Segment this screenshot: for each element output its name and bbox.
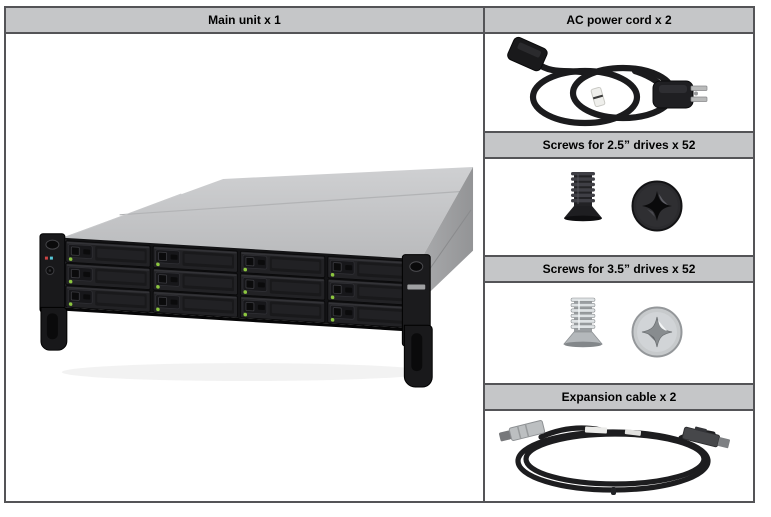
drive-led	[330, 273, 335, 277]
screws-2-5-cell	[485, 159, 753, 257]
drive-tray	[240, 250, 326, 278]
drive-led	[156, 262, 160, 267]
drive-tray	[327, 301, 413, 329]
nas-right-side	[420, 167, 474, 294]
plug-prong	[690, 85, 708, 91]
screws-3-5-header-label: Screws for 3.5” drives x 52	[542, 262, 696, 276]
drive-tray	[65, 262, 151, 290]
ac-power-cord-photo	[507, 36, 708, 127]
model-label	[407, 284, 426, 290]
expansion-cable-header: Expansion cable x 2	[485, 385, 753, 411]
status-led	[44, 256, 48, 260]
screws-2-5-header-label: Screws for 2.5” drives x 52	[542, 138, 696, 152]
accessories-column: AC power cord x 2	[485, 8, 753, 501]
cable-tie	[590, 86, 606, 108]
drive-tray	[152, 290, 238, 318]
ac-power-cord-header: AC power cord x 2	[485, 8, 753, 34]
plug-prong	[690, 96, 708, 102]
expansion-cable-header-label: Expansion cable x 2	[561, 390, 677, 404]
silver-screws-photo	[563, 297, 683, 358]
drive-led	[243, 267, 248, 272]
black-screw-side-icon	[564, 172, 602, 222]
expansion-cable-photo	[499, 420, 731, 495]
drive-led	[68, 302, 73, 306]
silver-screw-side-icon	[563, 297, 603, 348]
screws-2-5-header: Screws for 2.5” drives x 52	[485, 133, 753, 159]
screws-3-5-header: Screws for 3.5” drives x 52	[485, 257, 753, 283]
nas-right-ear	[401, 254, 433, 388]
sas-connector-right	[682, 426, 731, 449]
drive-tray	[240, 295, 326, 323]
alert-led	[49, 256, 53, 260]
drive-led	[68, 279, 73, 284]
drive-led	[243, 312, 248, 317]
drive-tray	[327, 256, 413, 284]
main-unit-photo	[39, 167, 474, 388]
package-contents-table: Main unit x 1	[4, 6, 755, 503]
main-unit-header: Main unit x 1	[6, 8, 483, 34]
drive-tray	[65, 240, 151, 268]
cable-label	[624, 429, 642, 436]
ac-power-cord-cell	[485, 34, 753, 133]
cable-clip	[611, 487, 616, 495]
nas-front-face	[49, 236, 421, 333]
drive-led	[330, 318, 335, 322]
nas-left-ear	[39, 233, 68, 351]
cable-label	[584, 426, 608, 434]
main-unit-column: Main unit x 1	[6, 8, 485, 501]
drive-tray	[152, 245, 238, 273]
ground-shadow	[61, 363, 431, 382]
drive-tray	[65, 285, 151, 313]
drive-tray	[327, 278, 413, 306]
main-unit-header-label: Main unit x 1	[208, 13, 281, 27]
drive-led	[330, 295, 335, 300]
main-unit-cell	[6, 34, 483, 501]
c13-connector	[507, 36, 548, 72]
black-screws-photo	[564, 172, 683, 232]
sas-connector-left	[499, 420, 546, 442]
drive-tray	[152, 268, 238, 296]
silver-screw-top-icon	[631, 306, 683, 358]
drive-tray	[240, 273, 326, 301]
expansion-cable-cell	[485, 411, 753, 501]
drive-led	[156, 307, 160, 312]
drive-led	[243, 290, 248, 294]
screws-3-5-cell	[485, 283, 753, 385]
drive-led	[156, 285, 160, 289]
nema-plug	[652, 80, 708, 109]
black-screw-top-icon	[631, 180, 683, 232]
drive-tray-grid	[65, 240, 413, 329]
drive-led	[68, 257, 73, 261]
ac-power-cord-header-label: AC power cord x 2	[566, 13, 672, 27]
